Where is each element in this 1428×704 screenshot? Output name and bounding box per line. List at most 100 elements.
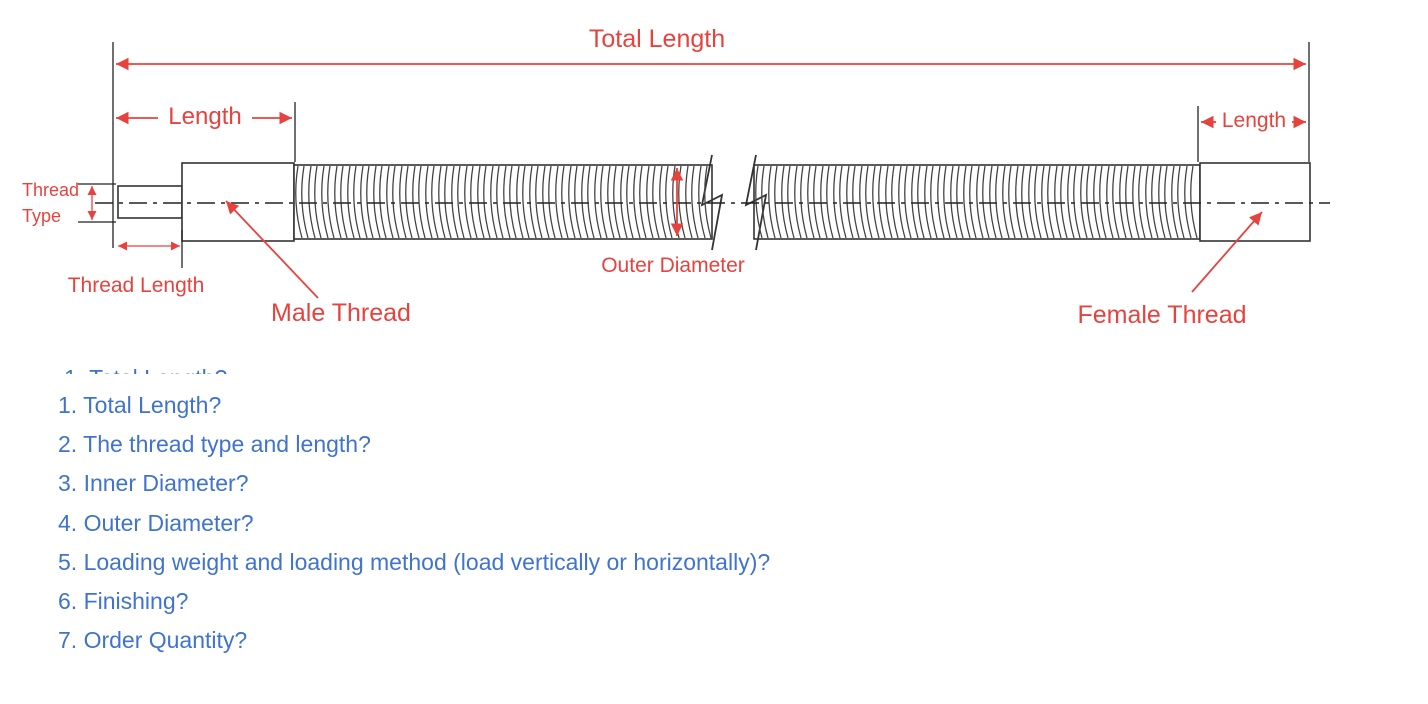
coil-ridge bbox=[295, 165, 303, 239]
coil-ridge bbox=[698, 165, 706, 239]
coil-ridge bbox=[314, 165, 322, 239]
coil-ridge bbox=[607, 165, 615, 239]
coil-ridge bbox=[1086, 165, 1094, 239]
coil-ridge bbox=[976, 165, 984, 239]
coil-ridge bbox=[1125, 165, 1133, 239]
coil-ridge bbox=[1099, 165, 1107, 239]
coil-ridge bbox=[878, 165, 886, 239]
coil-ridge bbox=[574, 165, 582, 239]
coil-ridge bbox=[477, 165, 485, 239]
list-item: 5. Loading weight and loading method (lo… bbox=[58, 548, 771, 575]
coil-ridge bbox=[781, 165, 789, 239]
coil-ridge bbox=[865, 165, 873, 239]
list-item: 1. Total Length? bbox=[58, 392, 222, 418]
coil-ridge bbox=[852, 165, 860, 239]
coil-ridge bbox=[522, 165, 530, 239]
coil-ridge bbox=[626, 165, 634, 239]
coil-ridge bbox=[659, 165, 667, 239]
coil-ridge bbox=[334, 165, 342, 239]
coil-ridge bbox=[839, 165, 847, 239]
coil-ridge bbox=[620, 165, 628, 239]
coil-ridge bbox=[633, 165, 641, 239]
coil-ridge bbox=[911, 165, 919, 239]
coil-ridge bbox=[950, 165, 958, 239]
coil-ridge bbox=[937, 165, 945, 239]
coil-ridge bbox=[457, 165, 465, 239]
coil-ridge bbox=[1093, 165, 1101, 239]
coil-ridge bbox=[982, 165, 990, 239]
extension-lines bbox=[78, 42, 1310, 268]
male-fitting bbox=[181, 162, 295, 242]
coil-ridge bbox=[833, 165, 841, 239]
male-thread-leader bbox=[225, 200, 319, 299]
coil-ridge bbox=[360, 165, 368, 239]
coil-ridge bbox=[704, 165, 712, 239]
coil-ridge bbox=[846, 165, 854, 239]
coil-ridge bbox=[1080, 165, 1088, 239]
coil-ridge bbox=[872, 165, 880, 239]
coil-ridge bbox=[529, 165, 537, 239]
female-thread-leader bbox=[1191, 211, 1263, 293]
list-item: 3. Inner Diameter? bbox=[58, 470, 249, 497]
coil-ridge bbox=[568, 165, 576, 239]
coil-ridge bbox=[800, 165, 808, 239]
coil-ridge bbox=[1119, 165, 1127, 239]
coil-ridge bbox=[639, 165, 647, 239]
coil-ridge bbox=[1132, 165, 1140, 239]
hose-drawing bbox=[117, 154, 1311, 251]
coil-ridge bbox=[665, 165, 673, 239]
list-item: 7. Order Quantity? bbox=[58, 627, 248, 654]
coil-ridge bbox=[995, 165, 1003, 239]
thread-type-label-line2: Type bbox=[22, 206, 61, 226]
coil-ridge bbox=[535, 165, 543, 239]
coil-ridge bbox=[1067, 165, 1075, 239]
female-fitting bbox=[1199, 162, 1311, 242]
coil-ridge bbox=[646, 165, 654, 239]
coil-ridge bbox=[1073, 165, 1081, 239]
coil-ridge bbox=[438, 165, 446, 239]
male-thread-stud bbox=[117, 185, 183, 219]
coil-ridge bbox=[943, 165, 951, 239]
coil-ridge bbox=[340, 165, 348, 239]
coil-ridge bbox=[444, 165, 452, 239]
coil-ridge bbox=[516, 165, 524, 239]
coil-ridge bbox=[820, 165, 828, 239]
coil-ridge bbox=[826, 165, 834, 239]
coil-ridge bbox=[321, 165, 329, 239]
coil-ridge bbox=[353, 165, 361, 239]
coil-pattern-right bbox=[755, 165, 1198, 239]
coil-ridge bbox=[392, 165, 400, 239]
thread-type-label-line1: Thread bbox=[22, 180, 79, 200]
list-item: 4. Outer Diameter? bbox=[58, 509, 254, 536]
coil-ridge bbox=[1164, 165, 1172, 239]
length-left-label: Length bbox=[168, 103, 241, 130]
coil-ridge bbox=[1145, 165, 1153, 239]
break-mark-left bbox=[700, 154, 724, 251]
coil-ridge bbox=[652, 165, 660, 239]
coil-ridge bbox=[1171, 165, 1179, 239]
coil-ridge bbox=[963, 165, 971, 239]
coil-ridge bbox=[386, 165, 394, 239]
coil-ridge bbox=[691, 165, 699, 239]
coil-ridge bbox=[412, 165, 420, 239]
coil-ridge bbox=[898, 165, 906, 239]
coil-ridge bbox=[548, 165, 556, 239]
coil-ridge bbox=[431, 165, 439, 239]
coil-ridge bbox=[1047, 165, 1055, 239]
coil-ridge bbox=[490, 165, 498, 239]
coil-ridge bbox=[1015, 165, 1023, 239]
coil-ridge bbox=[1138, 165, 1146, 239]
coil-ridge bbox=[1041, 165, 1049, 239]
dimension-arrows bbox=[87, 57, 1306, 299]
coil-ridge bbox=[924, 165, 932, 239]
coil-ridge bbox=[859, 165, 867, 239]
outer-diameter-label: Outer Diameter bbox=[601, 254, 745, 277]
coil-ridge bbox=[685, 165, 693, 239]
coil-ridge bbox=[405, 165, 413, 239]
coil-ridge bbox=[1034, 165, 1042, 239]
coil-ridge bbox=[761, 165, 769, 239]
coil-ridge bbox=[594, 165, 602, 239]
coil-ridge bbox=[885, 165, 893, 239]
coil-ridge bbox=[989, 165, 997, 239]
coil-ridge bbox=[930, 165, 938, 239]
